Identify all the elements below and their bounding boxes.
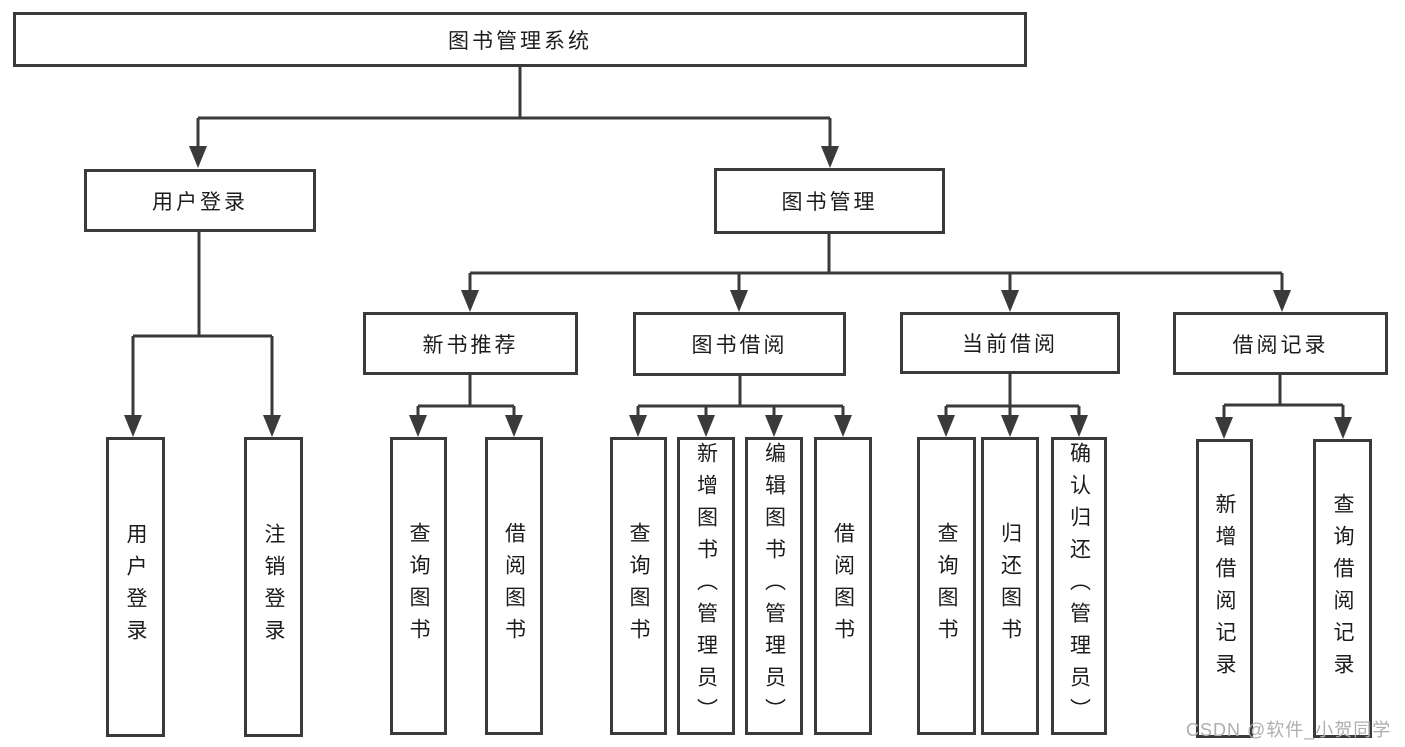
leaf-borrow-edit-book-admin: 编辑图书（管理员） [745, 437, 803, 735]
leaf-logout: 注销登录 [244, 437, 303, 737]
leaf-borrow-add-book-admin: 新增图书（管理员） [677, 437, 735, 735]
leaf-records-add-record: 新增借阅记录 [1196, 439, 1253, 738]
csdn-watermark: CSDN @软件_小贺同学 [1186, 720, 1392, 740]
node-book-management: 图书管理 [714, 168, 945, 234]
leaf-newbook-query-book: 查询图书 [390, 437, 447, 735]
leaf-records-query-record: 查询借阅记录 [1313, 439, 1372, 738]
leaf-newbook-borrow-book: 借阅图书 [485, 437, 543, 735]
node-book-borrow: 图书借阅 [633, 312, 846, 376]
node-user-login: 用户登录 [84, 169, 316, 232]
leaf-borrow-query-book: 查询图书 [610, 437, 667, 735]
node-root: 图书管理系统 [13, 12, 1027, 67]
leaf-current-confirm-return-admin: 确认归还（管理员） [1051, 437, 1107, 735]
leaf-current-return-book: 归还图书 [981, 437, 1039, 735]
leaf-current-query-book: 查询图书 [917, 437, 976, 735]
node-borrow-records: 借阅记录 [1173, 312, 1388, 375]
node-new-book-recommend: 新书推荐 [363, 312, 578, 375]
leaf-borrow-borrow-book: 借阅图书 [814, 437, 872, 735]
leaf-user-login: 用户登录 [106, 437, 165, 737]
node-current-borrow: 当前借阅 [900, 312, 1120, 374]
